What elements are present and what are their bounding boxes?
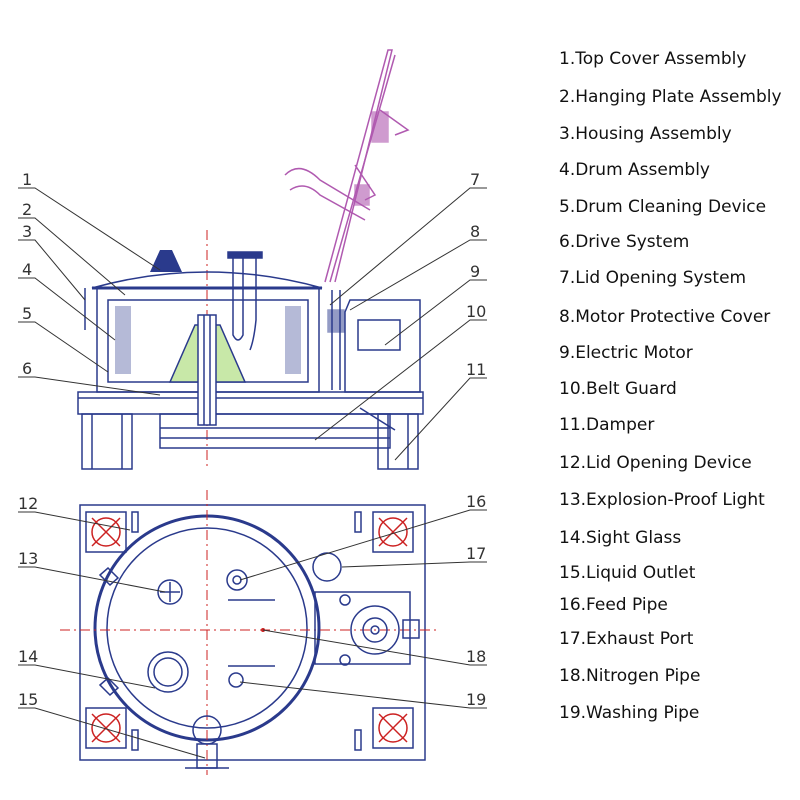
callout-9: 9 [470,262,480,281]
sight-glass [147,651,189,693]
legend-item-13: 13.Explosion-Proof Light [559,490,765,510]
legend-item-5: 5.Drum Cleaning Device [559,197,767,217]
callout-12: 12 [18,494,38,513]
callout-2: 2 [22,200,32,219]
callout-8: 8 [470,222,480,241]
top-frame [79,504,426,761]
legend-item-10: 10.Belt Guard [559,379,677,399]
legend-item-15: 15.Liquid Outlet [559,563,696,583]
legend-item-9: 9.Electric Motor [559,343,693,363]
callout-15: 15 [18,690,38,709]
callout-4: 4 [22,260,32,279]
callout-7: 7 [470,170,480,189]
callout-16: 16 [466,492,486,511]
base-frame [77,391,424,415]
corner-dampers [85,511,414,749]
callout-5: 5 [22,304,32,323]
legend-item-17: 17.Exhaust Port [559,629,694,649]
motor-cover [344,299,421,393]
lid-opening-system [284,49,410,283]
housing-outer [93,514,321,742]
callout-6: 6 [22,359,32,378]
callout-numbers: 1 2 3 4 5 6 7 8 9 10 11 12 13 14 15 16 1… [18,170,486,709]
exhaust-port [312,552,342,582]
legend-item-12: 12.Lid Opening Device [559,453,752,473]
callout-17: 17 [466,544,486,563]
callout-3: 3 [22,222,32,241]
callout-10: 10 [466,302,486,321]
top-cover [91,271,323,289]
side-view [77,49,424,470]
legend-item-19: 19.Washing Pipe [559,703,700,723]
legend-item-16: 16.Feed Pipe [559,595,668,615]
top-view [60,490,440,775]
leader-lines [18,187,487,759]
motor-block [314,591,411,665]
washing-pipe [228,672,244,688]
legend-item-3: 3.Housing Assembly [559,124,732,144]
legend-item-6: 6.Drive System [559,232,690,252]
legend-item-14: 14.Sight Glass [559,528,682,548]
housing-inner [106,527,308,729]
legend-item-7: 7.Lid Opening System [559,268,747,288]
callout-1: 1 [22,170,32,189]
belt-guard [159,413,391,449]
left-damper [81,413,133,470]
legend-item-2: 2.Hanging Plate Assembly [559,87,782,107]
callout-11: 11 [466,360,486,379]
callout-18: 18 [466,647,486,666]
legend-item-11: 11.Damper [559,415,655,435]
explosion-proof-light [157,579,183,605]
legend-item-8: 8.Motor Protective Cover [559,307,771,327]
legend-item-4: 4.Drum Assembly [559,160,710,180]
callout-13: 13 [18,549,38,568]
legend-item-1: 1.Top Cover Assembly [559,49,747,69]
callout-19: 19 [466,690,486,709]
feed-pipe [226,569,248,591]
legend-item-18: 18.Nitrogen Pipe [559,666,701,686]
electric-motor [357,319,401,351]
callout-14: 14 [18,647,38,666]
right-damper [377,413,419,470]
